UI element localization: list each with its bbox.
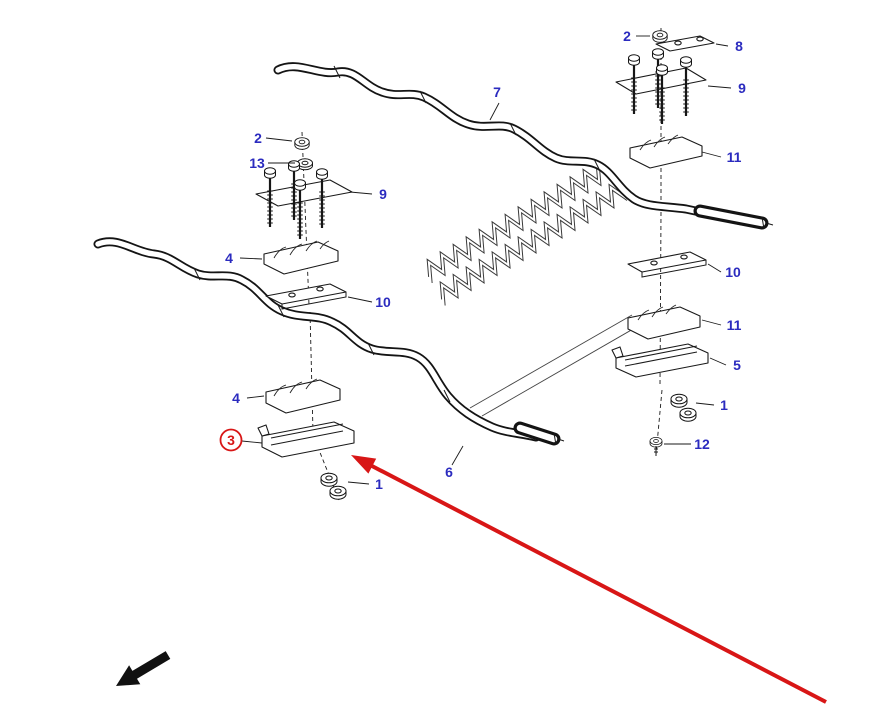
callout-10-right[interactable]: 10 [725, 264, 741, 280]
callouts: 2 8 9 11 7 10 11 5 1 12 2 13 9 4 10 4 1 … [225, 28, 746, 492]
clamp-11-upper [629, 134, 703, 169]
callout-5[interactable]: 5 [733, 357, 741, 373]
callout-2-right[interactable]: 2 [623, 28, 631, 44]
callout-4-lower[interactable]: 4 [232, 390, 240, 406]
callout-1-left[interactable]: 1 [375, 476, 383, 492]
callout-12[interactable]: 12 [694, 436, 710, 452]
bolt-bracket-right [615, 47, 707, 126]
bellows-edge-lines [469, 314, 641, 417]
clamp-11-lower [627, 304, 701, 340]
plate-8 [655, 35, 715, 52]
highlight-ring [219, 428, 243, 452]
callout-3[interactable]: 3 [227, 432, 235, 448]
callout-8[interactable]: 8 [735, 38, 743, 54]
callout-13[interactable]: 13 [249, 155, 265, 171]
bracket-3 [257, 421, 355, 458]
plate-10-left [265, 283, 347, 310]
bolt-bracket-left [255, 159, 353, 241]
callout-11-lower[interactable]: 11 [727, 317, 742, 333]
callout-10-left[interactable]: 10 [375, 294, 391, 310]
stabilizer-bar-upper [273, 62, 774, 230]
callout-2-left[interactable]: 2 [254, 130, 262, 146]
plate-10-right [627, 251, 707, 278]
callout-1-right[interactable]: 1 [720, 397, 728, 413]
callout-4-upper[interactable]: 4 [225, 250, 233, 266]
stabilizer-bar-lower [93, 237, 565, 446]
leader-lines [239, 35, 732, 485]
callout-9-right[interactable]: 9 [738, 80, 746, 96]
nuts-1-right [670, 393, 697, 422]
direction-arrow [116, 651, 171, 686]
nut-top-right [652, 30, 668, 43]
corrugated-bellows [420, 157, 628, 307]
bracket-5 [611, 343, 709, 378]
highlight-arrowhead [351, 455, 377, 474]
callout-7[interactable]: 7 [493, 84, 501, 100]
clamp-4-lower [265, 378, 341, 414]
highlight-arrow [351, 455, 827, 704]
callout-9-left[interactable]: 9 [379, 186, 387, 202]
callout-6[interactable]: 6 [445, 464, 453, 480]
bolt-12 [649, 437, 663, 456]
nut-left [294, 137, 310, 150]
clamp-4-upper [263, 240, 339, 275]
highlighted-callout-3[interactable]: 3 [219, 428, 243, 452]
callout-11-upper[interactable]: 11 [727, 149, 742, 165]
